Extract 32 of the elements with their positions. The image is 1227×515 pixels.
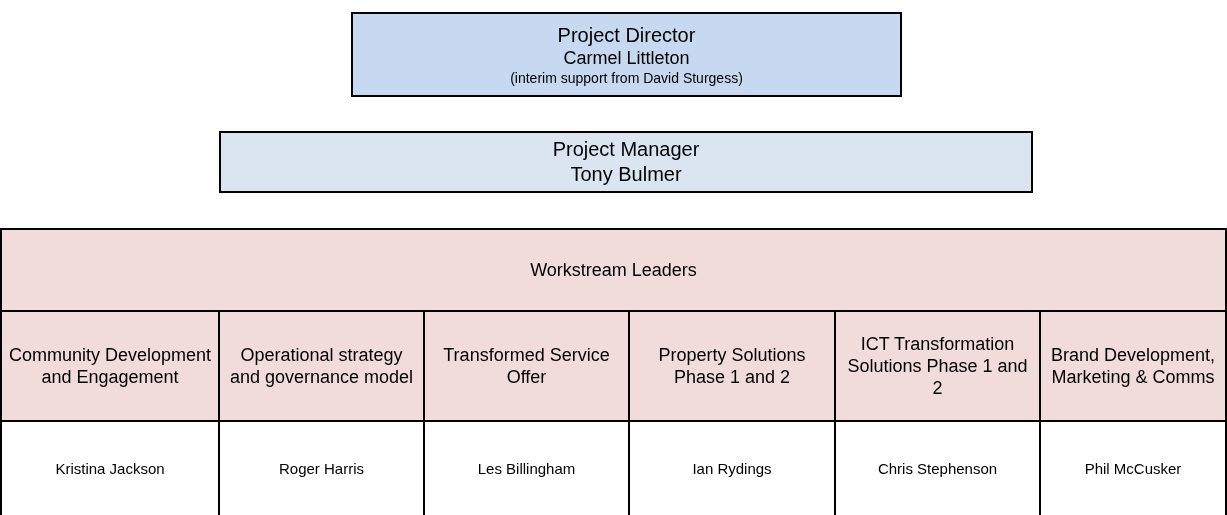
leader-name: Kristina Jackson: [54, 458, 166, 478]
workstream-name: ICT Transformation Solutions Phase 1 and 2: [846, 333, 1029, 399]
table-frame: [0, 228, 1227, 515]
person-name: (interim support from David Sturgess): [510, 68, 743, 87]
leader-cell: [834, 420, 1039, 515]
role-title: Workstream Leaders: [530, 259, 697, 281]
leader-name: Les Billingham: [476, 458, 577, 478]
workstream-cell: [628, 310, 834, 420]
leader-cell: [218, 420, 423, 515]
workstream-name: Brand Development, Marketing & Comms: [1049, 344, 1217, 388]
workstream-name: Operational strategy and governance model: [228, 344, 415, 388]
leader-cell: [423, 420, 628, 515]
person-name: Carmel Littleton: [563, 46, 690, 69]
leader-name: Roger Harris: [278, 458, 365, 478]
workstream-cell: [218, 310, 423, 420]
person-name: Tony Bulmer: [570, 162, 682, 187]
leader-cell: [2, 420, 218, 515]
role-title: Project Director: [557, 22, 696, 47]
workstream-name: Property Solutions Phase 1 and 2: [657, 344, 807, 388]
leader-cell: [1039, 420, 1225, 515]
workstream-name: Transformed Service Offer: [442, 344, 611, 388]
workstream-cell: [1039, 310, 1225, 420]
leader-name: Ian Rydings: [691, 458, 773, 478]
workstream-cell: [423, 310, 628, 420]
workstream-name: Community Development and Engagement: [7, 344, 213, 388]
leader-name: Phil McCusker: [1083, 458, 1183, 478]
role-title: Project Manager: [552, 137, 700, 162]
role-box: [351, 12, 902, 97]
role-box: [219, 131, 1033, 193]
workstream-cell: [834, 310, 1039, 420]
leader-name: Chris Stephenson: [876, 458, 999, 478]
leader-cell: [628, 420, 834, 515]
